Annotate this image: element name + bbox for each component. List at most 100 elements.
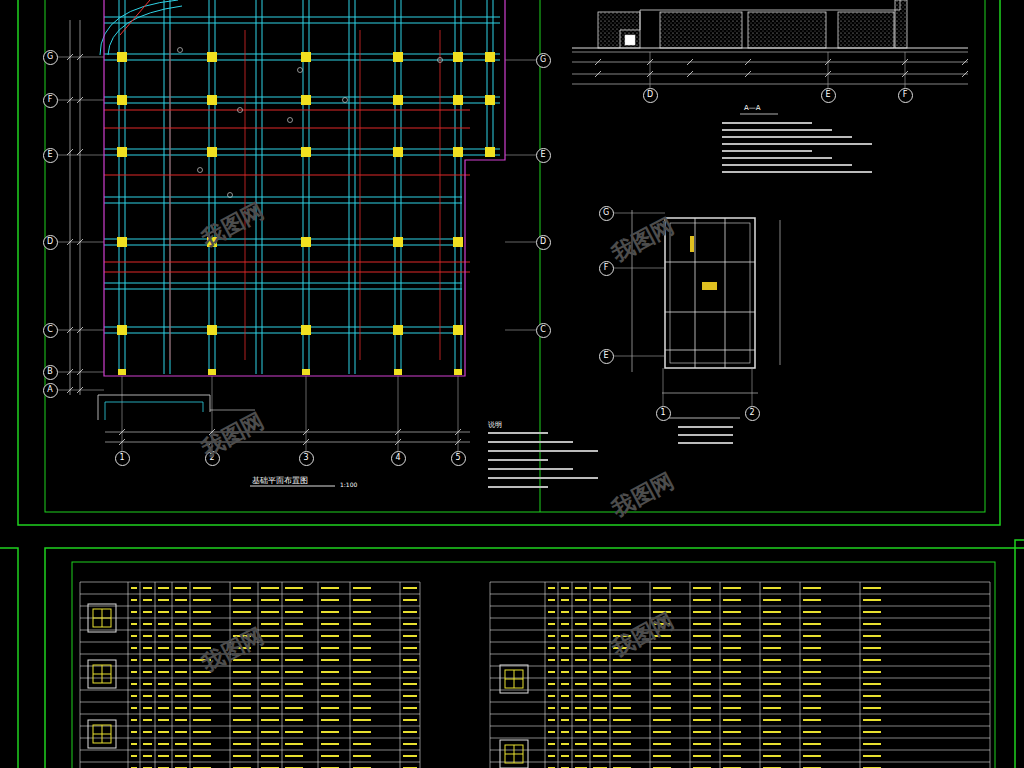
table-cell-text [863,659,881,661]
dimension-tick [303,439,309,445]
table-cell-text [233,587,251,589]
table-cell-text [131,707,137,709]
table-cell-text [693,647,711,649]
table-cell-text [158,743,169,745]
axis-label: F [604,264,609,272]
table-cell-text [561,623,569,625]
table-cell-text [723,623,741,625]
axis-bubble: G [43,50,58,65]
table-cell-text [803,635,821,637]
table-rule [490,582,491,768]
table-cell-text [403,695,417,697]
arc-beam [108,6,182,55]
table-cell-text [321,767,339,768]
footing-section [838,12,894,48]
rebar-line [104,175,470,176]
table-cell-text [693,659,711,661]
table-cell-text [285,647,303,649]
table-cell-text [143,635,152,637]
table-rule [760,582,761,768]
note-text-line [488,450,598,452]
wall-section [895,0,907,48]
table-cell-text [403,683,417,685]
table-cell-text [723,599,741,601]
table-cell-text [321,731,339,733]
table-cell-text [285,611,303,613]
column-rebar [93,674,111,675]
table-cell-text [653,767,671,768]
table-rule [350,582,351,768]
table-rule [990,582,991,768]
table-cell-text [763,599,781,601]
table-cell-text [575,719,587,721]
table-cell-text [613,587,631,589]
table-cell-text [653,659,671,661]
table-cell-text [693,587,711,589]
column [485,147,495,157]
table-rule [490,678,990,679]
table-rule [490,582,990,583]
table-cell-text [593,611,607,613]
divider [540,0,541,512]
table-cell-text [321,755,339,757]
column-rebar [505,670,523,688]
callout-circle [238,108,243,113]
column [302,369,310,375]
note-text-line [722,150,812,152]
table-cell-text [763,587,781,589]
table-cell-text [863,623,881,625]
dimension-line [572,84,968,85]
dimension-tick [67,387,73,393]
axis-line [613,268,665,269]
table-rule [80,726,420,727]
axis-line [613,213,665,214]
table-cell-text [548,767,555,768]
watermark: 我图网 [607,466,679,523]
rebar-line [104,110,470,111]
table-cell-text [403,611,417,613]
table-cell-text [261,623,279,625]
beam-line [104,197,462,198]
axis-line [905,52,906,88]
table-rule [80,606,420,607]
table-cell-text [131,587,137,589]
table-cell-text [593,623,607,625]
table-cell-text [175,599,187,601]
callout-mark [702,282,717,290]
beam-line [164,0,165,374]
title-underline [668,418,740,419]
table-cell-text [131,635,137,637]
table-rule [80,702,420,703]
table-cell-text [175,587,187,589]
column [117,147,127,157]
table-cell-text [353,635,371,637]
note-text-line [722,136,852,138]
table-cell-text [143,731,152,733]
table-cell-text [143,671,152,673]
column [207,95,217,105]
table-rule [128,582,129,768]
column-section [88,720,116,748]
table-cell-text [575,743,587,745]
axis-bubble: E [536,148,551,163]
table-cell-text [548,707,555,709]
axis-bubble: G [599,206,614,221]
note-text-line [722,129,832,131]
table-cell-text [193,707,211,709]
table-cell-text [321,647,339,649]
table-cell-text [175,767,187,768]
axis-line [122,376,123,451]
column [454,369,462,375]
table-cell-text [403,659,417,661]
dimension-tick [745,59,751,65]
table-cell-text [723,587,741,589]
table-cell-text [548,611,555,613]
table-cell-text [653,599,671,601]
table-cell-text [863,599,881,601]
table-cell-text [403,599,417,601]
note-text-line [488,441,573,443]
table-cell-text [593,647,607,649]
table-cell-text [193,743,211,745]
table-cell-text [575,599,587,601]
table-rule [490,606,990,607]
